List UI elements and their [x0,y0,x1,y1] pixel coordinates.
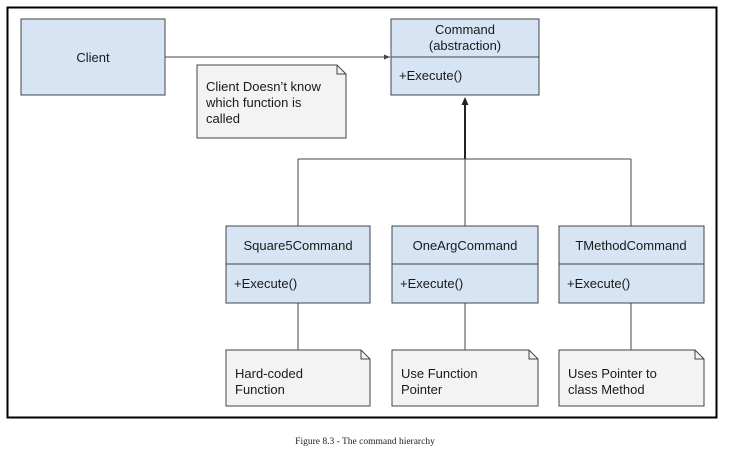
command-hierarchy-diagram: Client Command (abstraction) +Execute() … [6,6,718,419]
note-connectors [297,303,632,350]
tmethodcommand-name: TMethodCommand [575,238,686,253]
oneargcommand-method: +Execute() [400,276,463,291]
tmethod-note: Uses Pointer to class Method [558,349,705,407]
oneargcommand-name: OneArgCommand [413,238,518,253]
client-note-line-2: which function is [205,95,302,110]
square5-note: Hard-coded Function [225,349,371,407]
client-box: Client [20,18,166,96]
square5-note-line-1: Hard-coded [235,366,303,381]
client-note-line-1: Client Doesn’t know [206,79,321,94]
command-box: Command (abstraction) +Execute() [390,18,540,96]
client-note: Client Doesn’t know which function is ca… [196,64,347,139]
client-command-association [165,54,390,60]
tmethodcommand-method: +Execute() [567,276,630,291]
command-title: Command [435,22,495,37]
tmethodcommand-box: TMethodCommand +Execute() [558,225,705,304]
onearg-note-line-1: Use Function [401,366,478,381]
client-label: Client [76,50,110,65]
tmethod-note-line-2: class Method [568,382,645,397]
command-method: +Execute() [399,68,462,83]
square5command-name: Square5Command [243,238,352,253]
onearg-note-line-2: Pointer [401,382,443,397]
command-subtitle: (abstraction) [429,38,501,53]
square5-note-line-2: Function [235,382,285,397]
client-note-line-3: called [206,111,240,126]
tmethod-note-line-1: Uses Pointer to [568,366,657,381]
onearg-note: Use Function Pointer [391,349,539,407]
oneargcommand-box: OneArgCommand +Execute() [391,225,539,304]
figure-caption: Figure 8.3 - The command hierarchy [295,437,435,447]
square5command-box: Square5Command +Execute() [225,225,371,304]
inheritance-arrowhead [461,97,469,105]
square5command-method: +Execute() [234,276,297,291]
inheritance-connector [297,97,632,226]
